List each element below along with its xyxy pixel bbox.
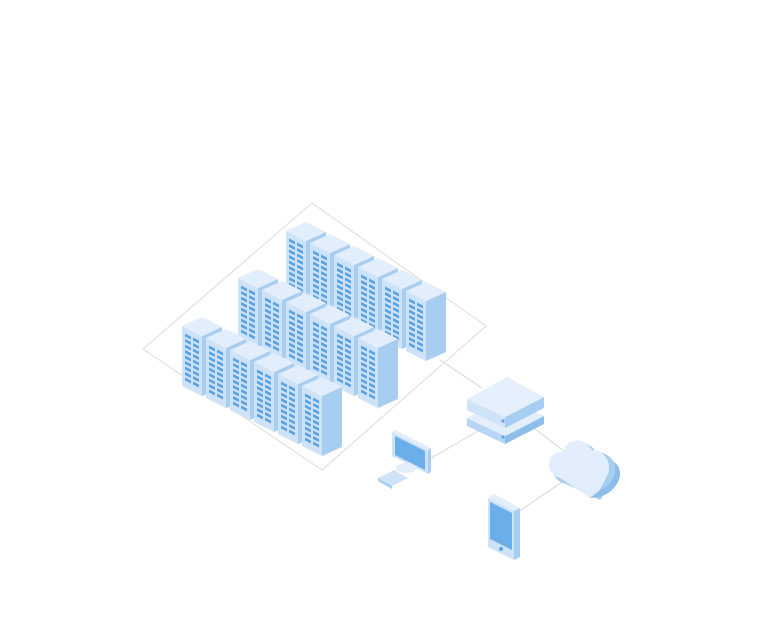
floor-platform [142,202,487,471]
server-rack [358,329,398,408]
smartphone-icon [488,494,520,560]
cloud-icon [549,440,621,500]
server-rack [406,282,446,361]
desktop-computer-icon [378,430,431,489]
network-switch-icon [467,377,544,444]
server-racks [182,222,446,456]
server-rack [302,377,342,456]
server-rack [286,222,326,301]
